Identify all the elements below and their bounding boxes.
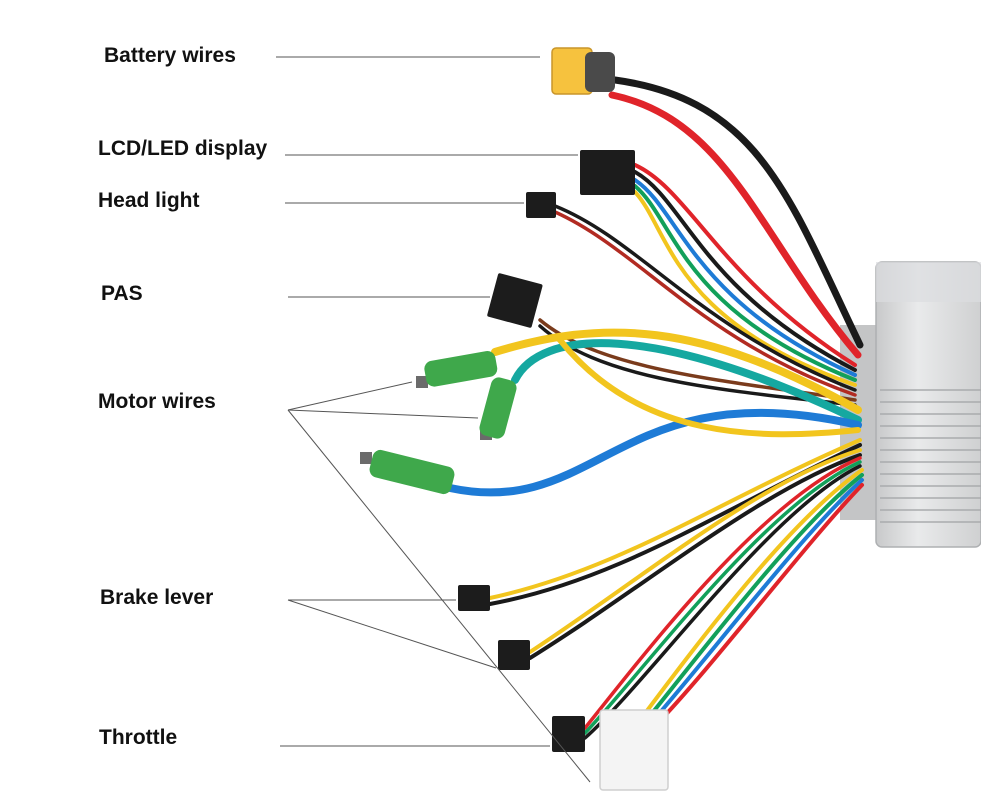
motor-terminal-1 — [416, 351, 498, 388]
battery-wires-label: Battery wires — [104, 44, 236, 67]
lcd-connector — [580, 150, 635, 195]
battery-connector — [551, 47, 615, 95]
motor-terminal-3 — [360, 449, 455, 495]
brake-connector-1 — [458, 585, 490, 611]
pas-connector — [487, 273, 543, 328]
white-connector — [599, 709, 669, 791]
pas-label: PAS — [101, 282, 143, 305]
motor-wires-label: Motor wires — [98, 390, 216, 413]
head-light-label: Head light — [98, 189, 200, 212]
leader-lines — [276, 56, 591, 783]
throttle-connector — [552, 716, 585, 752]
motor-terminal-2 — [479, 377, 517, 440]
headlight-connector — [526, 192, 556, 218]
controller-box — [840, 261, 981, 548]
brake-connector-2 — [498, 640, 530, 670]
throttle-label: Throttle — [99, 726, 178, 749]
lcd-display-label: LCD/LED display — [98, 137, 268, 160]
wire-bundle — [446, 76, 864, 740]
brake-lever-label: Brake lever — [100, 586, 214, 609]
